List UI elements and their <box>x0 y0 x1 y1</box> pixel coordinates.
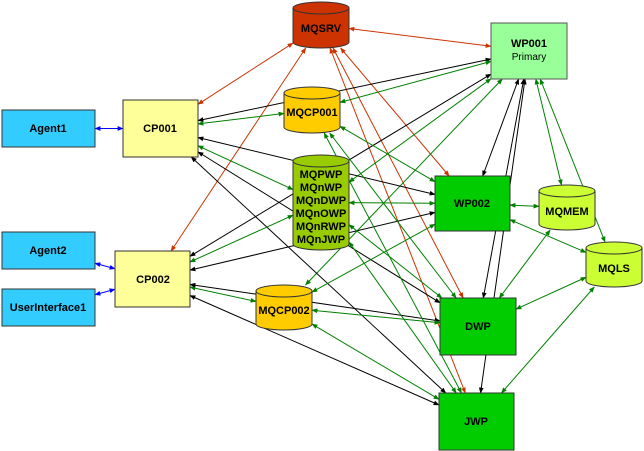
node-mqcp002-label: MQCP002 <box>258 305 309 317</box>
connector-dwp-mqls <box>515 276 587 310</box>
node-dwp-label: DWP <box>465 321 491 333</box>
node-userinterface1-label: UserInterface1 <box>10 302 86 314</box>
connector-mqsrv-cp001 <box>197 42 294 105</box>
connector-mqsrv-wp001 <box>348 26 492 48</box>
connector-mqsrv-dwp <box>332 47 464 299</box>
connectors <box>94 26 606 406</box>
node-mqpwp-line: MQnDWP <box>296 195 346 207</box>
node-jwp-label: JWP <box>464 416 488 428</box>
node-cp001-label: CP001 <box>143 123 177 135</box>
node-mqmem[interactable]: MQMEM <box>538 184 596 231</box>
node-agent1-label: Agent1 <box>29 123 66 135</box>
connector-wp002-mqmem <box>509 202 540 209</box>
node-mqpwp-line: MQnWP <box>300 182 342 194</box>
node-mqls-label: MQLS <box>598 263 630 275</box>
node-userinterface1[interactable]: UserInterface1 <box>1 288 96 327</box>
node-mqcp002[interactable]: MQCP002 <box>255 284 313 331</box>
connector-agent2-cp002 <box>94 262 116 270</box>
node-cp002-label: CP002 <box>136 274 170 286</box>
connector-dwp-mqmem <box>498 229 551 299</box>
node-cp002[interactable]: CP002 <box>114 250 191 308</box>
connector-mqcp002-dwp <box>311 308 441 325</box>
connector-mqpwp-wp002 <box>348 200 436 206</box>
connector-mqsrv-wp002 <box>340 47 450 177</box>
node-agent2[interactable]: Agent2 <box>1 231 96 270</box>
connector-wp001-mqcp001 <box>339 60 492 104</box>
node-mqpwp-line: MQnOWP <box>296 208 347 220</box>
node-wp001[interactable]: WP001 Primary <box>490 22 568 80</box>
node-mqsrv-label: MQSRV <box>301 23 342 35</box>
connector-cp002-jwp <box>189 295 440 406</box>
connector-jwp-mqls <box>501 286 595 394</box>
node-agent1[interactable]: Agent1 <box>1 109 96 148</box>
node-cp001[interactable]: CP001 <box>122 99 199 158</box>
node-mqcp001-label: MQCP001 <box>286 107 337 119</box>
node-mqpwp-line: MQnJWP <box>297 234 345 246</box>
connector-cp002-mqpwp <box>189 214 294 263</box>
connector-cp001-mqpwp <box>197 145 294 191</box>
node-mqmem-label: MQMEM <box>545 206 588 218</box>
node-mqcp001[interactable]: MQCP001 <box>283 86 341 134</box>
node-mqpwp[interactable]: MQPWP MQnWP MQnDWP MQnOWP MQnRWP MQnJWP <box>292 154 350 251</box>
connector-mqcp002-jwp <box>311 323 440 400</box>
connector-wp001-cp001 <box>197 57 492 122</box>
node-jwp[interactable]: JWP <box>438 392 515 451</box>
node-wp001-sublabel: Primary <box>512 52 546 63</box>
connector-ui1-cp002 <box>94 288 116 296</box>
node-wp002-label: WP002 <box>454 198 490 210</box>
connector-wp001-mqmem <box>534 78 563 186</box>
node-wp001-label: WP001 <box>511 38 547 50</box>
node-mqsrv[interactable]: MQSRV <box>292 1 350 49</box>
node-dwp[interactable]: DWP <box>439 297 517 356</box>
node-wp002[interactable]: WP002 <box>434 175 511 232</box>
node-mqpwp-line: MQPWP <box>300 169 343 181</box>
connector-cp001-mqcp001 <box>197 111 285 126</box>
node-mqls[interactable]: MQLS <box>585 241 643 288</box>
connector-mqcp001-wp002 <box>339 125 436 183</box>
node-mqpwp-line: MQnRWP <box>296 221 346 233</box>
connector-mqcp002-wp002 <box>311 223 436 293</box>
node-agent2-label: Agent2 <box>29 245 66 257</box>
